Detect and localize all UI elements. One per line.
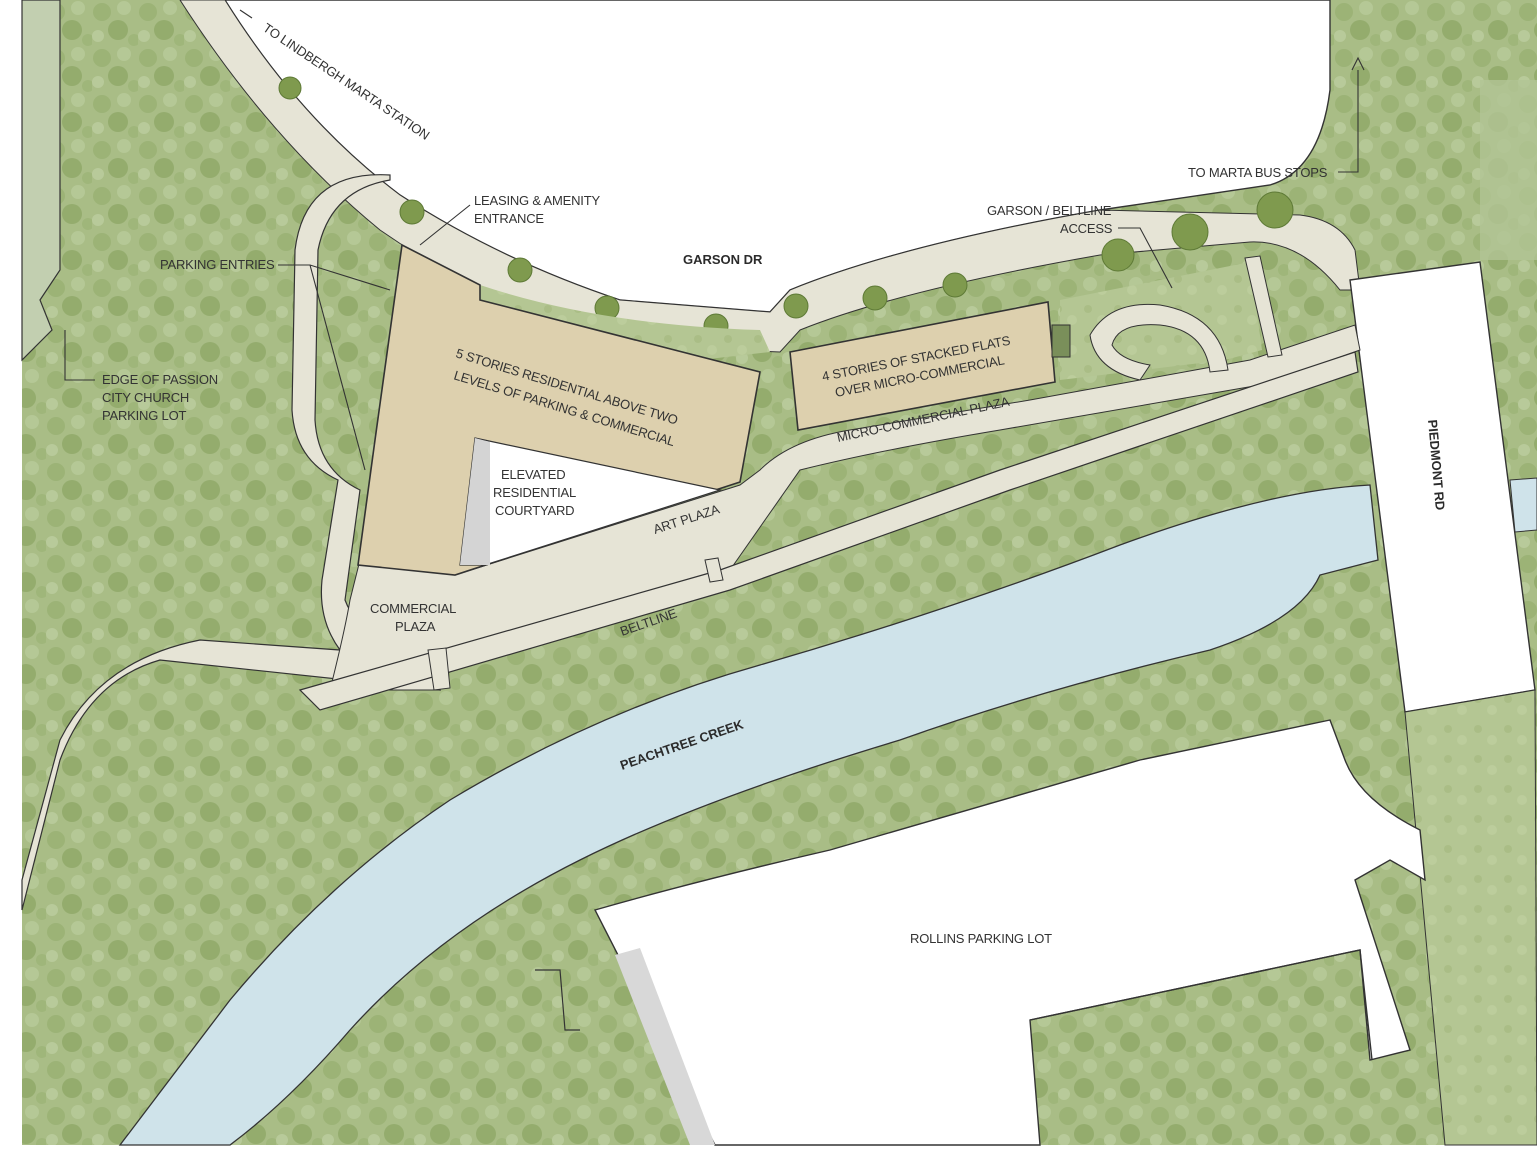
- garson-beltline-label-line2: ACCESS: [1060, 221, 1113, 236]
- leasing-label-line1: LEASING & AMENITY: [474, 193, 600, 208]
- piedmont-rd-south: [1404, 689, 1537, 1146]
- stacked-flats-building: [789, 301, 1056, 431]
- rollins-lot-inner-edge: [1029, 949, 1373, 1061]
- rollins-lot-west-notch: [535, 969, 580, 1031]
- beltline-trail: [298, 351, 1359, 711]
- church-edge-label-line2: CITY CHURCH: [102, 390, 189, 405]
- flats-stair-element: [1051, 324, 1071, 358]
- church-edge-label-line3: PARKING LOT: [102, 408, 187, 423]
- garson-dr-label: GARSON DR: [683, 252, 763, 267]
- peachtree-creek: [118, 484, 1379, 1146]
- west-entry-drive: [21, 174, 442, 911]
- rollins-lot-label: ROLLINS PARKING LOT: [910, 931, 1052, 946]
- courtyard-shadow: [460, 438, 490, 565]
- lawn-strip-north: [480, 285, 770, 360]
- commercial-plaza-label-line1: COMMERCIAL: [370, 601, 456, 616]
- church-edge-label-line1: EDGE OF PASSION: [102, 372, 218, 387]
- east-access-loop: [1089, 303, 1229, 381]
- marta-bus-label: TO MARTA BUS STOPS: [1188, 165, 1328, 180]
- site-paving: [329, 324, 1361, 691]
- east-access-path: [1244, 255, 1283, 358]
- garson-beltline-label-line1: GARSON / BELTLINE: [987, 203, 1112, 218]
- church-parking-lot: [21, 0, 61, 362]
- beltline-connector-1: [427, 647, 451, 691]
- creek-east-segment: [1509, 477, 1537, 533]
- commercial-plaza-label-line2: PLAZA: [395, 619, 436, 634]
- leader-lines: [64, 9, 1365, 471]
- leasing-label-line2: ENTRANCE: [474, 211, 544, 226]
- rollins-lot-shadow: [615, 948, 715, 1145]
- rollins-parking-lot: [593, 719, 1426, 1146]
- parking-entries-label: PARKING ENTRIES: [160, 257, 275, 272]
- courtyard-label-line1: ELEVATED: [501, 467, 565, 482]
- piedmont-east-verge: [1480, 80, 1537, 260]
- beltline-connector-2: [704, 557, 724, 583]
- street-trees: [278, 76, 1294, 339]
- courtyard-label-line2: RESIDENTIAL: [493, 485, 576, 500]
- courtyard-label-line3: COURTYARD: [495, 503, 574, 518]
- bottom-margin: [0, 1145, 1537, 1150]
- left-margin: [0, 0, 22, 1150]
